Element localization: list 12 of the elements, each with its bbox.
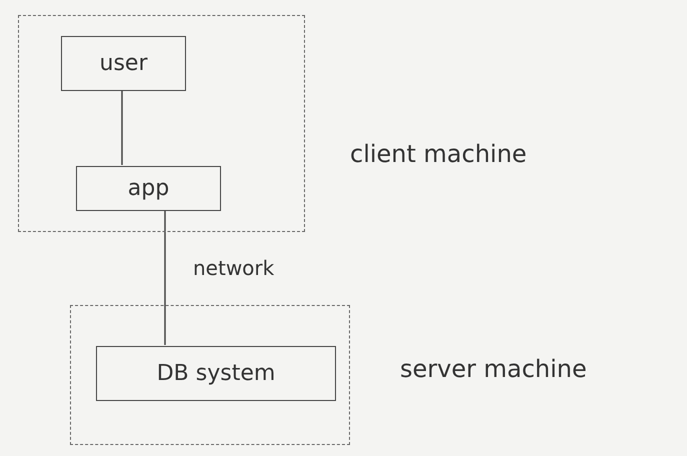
node-label: app — [128, 176, 170, 201]
node-label: user — [100, 51, 148, 76]
dashed-boundary-box — [70, 305, 350, 445]
node-label: DB system — [156, 361, 276, 386]
process-box — [61, 36, 186, 91]
dashed-boundary-box — [18, 15, 305, 232]
connector-line — [121, 90, 123, 165]
process-box — [76, 166, 221, 211]
connector-line — [164, 210, 166, 345]
process-box — [96, 346, 336, 401]
region-label: server machine — [400, 355, 587, 383]
region-label: client machine — [350, 140, 527, 168]
